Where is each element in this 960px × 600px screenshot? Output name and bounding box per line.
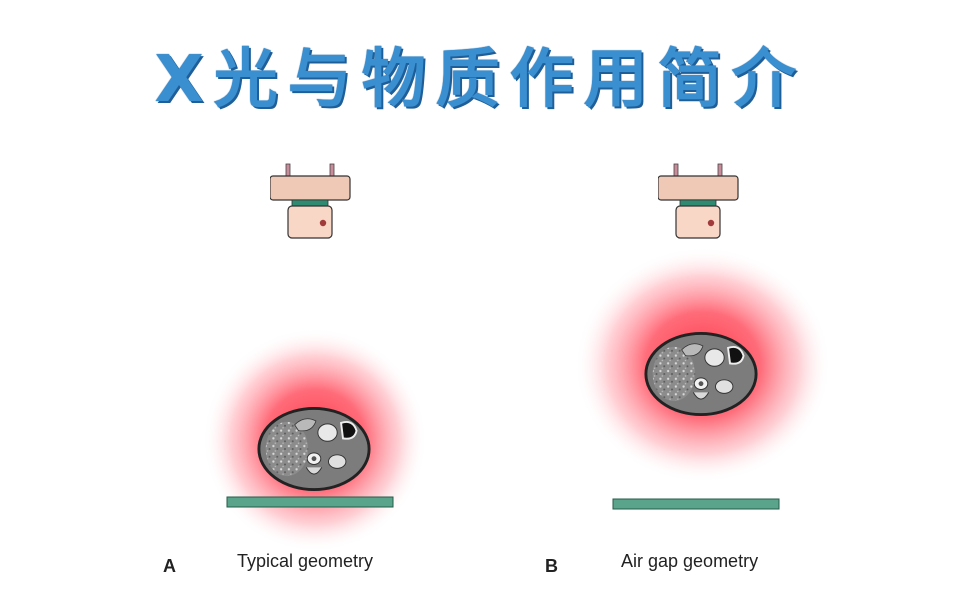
panel-caption: Air gap geometry xyxy=(621,551,759,571)
patient-cross-section-icon xyxy=(257,406,371,492)
page-title: X光与物质作用简介 xyxy=(154,43,806,117)
panel-air-gap-geometry: B Air gap geometry xyxy=(545,150,945,600)
panel-letter: A xyxy=(163,556,176,576)
panel-caption: Typical geometry xyxy=(237,551,374,571)
x-ray-tube-icon xyxy=(270,163,351,239)
patient-cross-section-icon xyxy=(644,331,758,417)
panel-letter: B xyxy=(545,556,558,576)
detector-table-icon xyxy=(612,498,780,510)
detector-table-icon xyxy=(226,496,394,508)
x-ray-tube-icon xyxy=(658,163,739,239)
panel-typical-geometry: A Typical geometry xyxy=(160,150,560,600)
